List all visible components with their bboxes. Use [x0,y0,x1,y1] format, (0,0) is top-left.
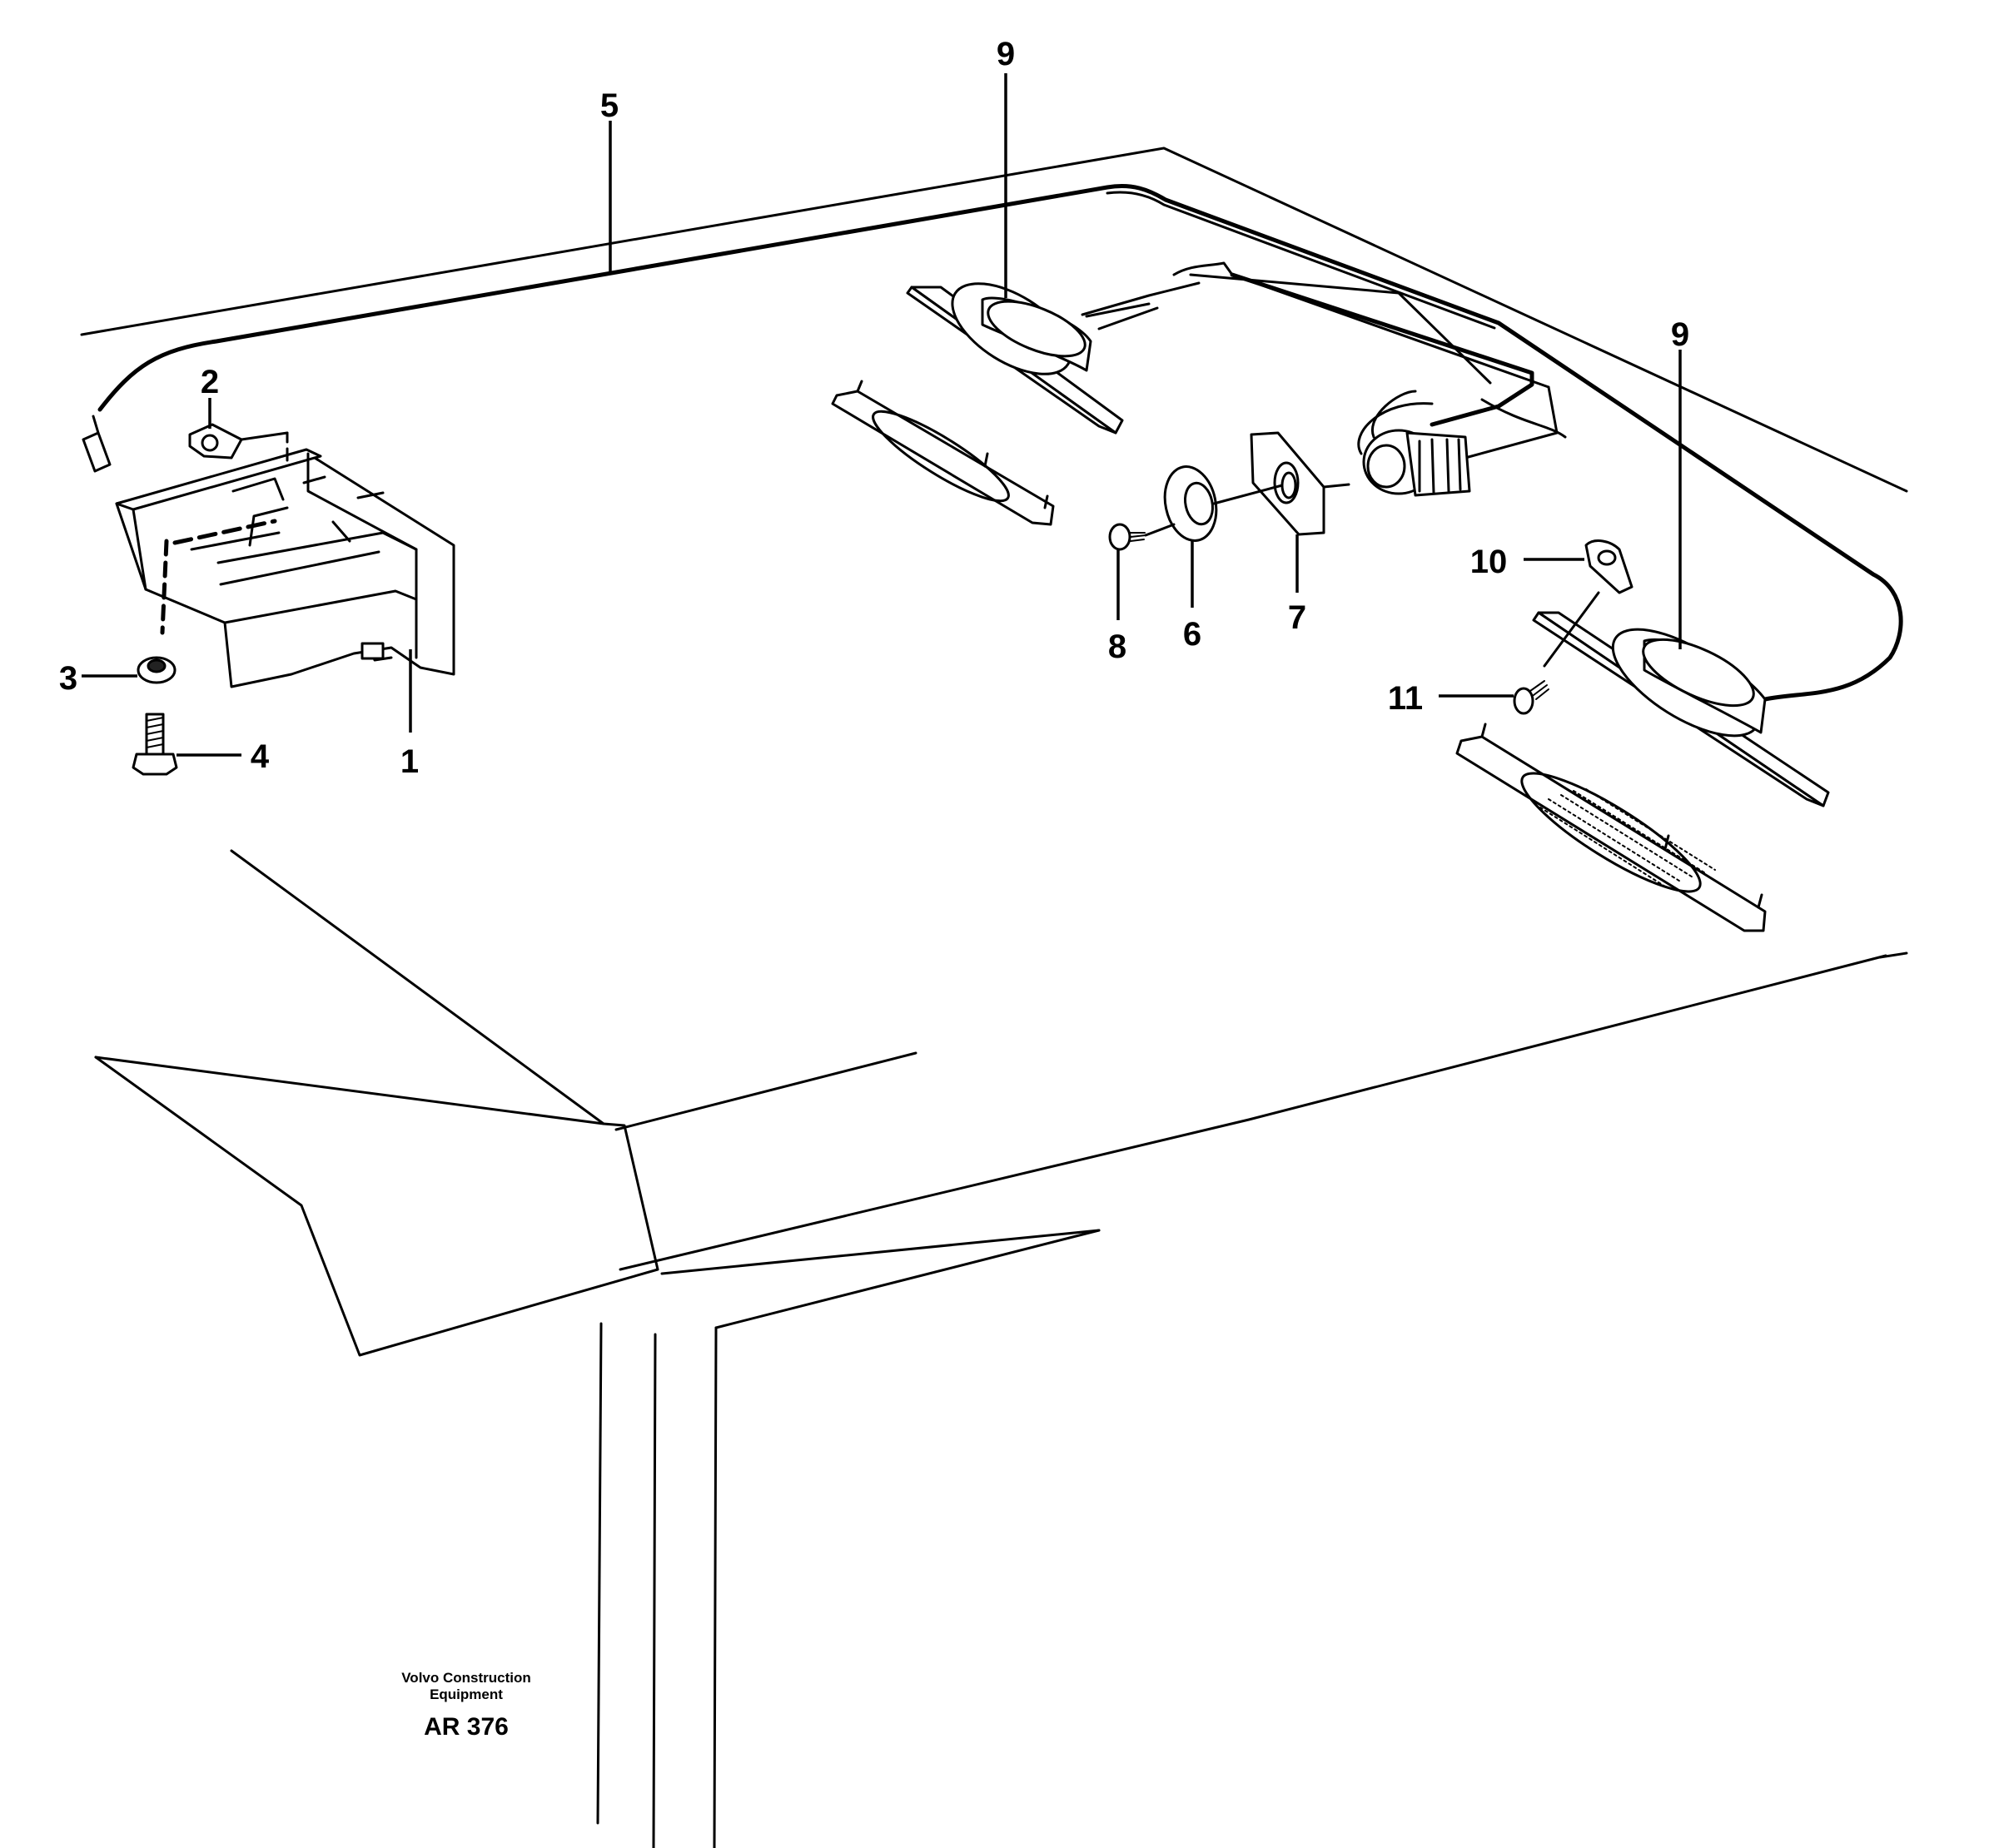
svg-text:3: 3 [59,660,77,697]
callout-5: 5 [600,87,619,275]
callout-4: 4 [177,738,270,775]
svg-text:1: 1 [400,743,419,780]
callout-9-left: 9 [997,36,1015,298]
radio-holder [115,431,455,688]
callout-7: 7 [1288,534,1306,636]
wiring-harness [82,183,1903,706]
panel-plate [1250,431,1350,536]
washer-part [137,656,177,684]
switch-connector [1357,390,1471,497]
grille-left [831,380,1055,526]
speaker-right [1532,611,1830,807]
svg-text:4: 4 [251,738,270,775]
svg-text:9: 9 [1671,316,1689,353]
svg-text:11: 11 [1388,680,1423,717]
speaker-left [906,282,1159,435]
clip-10 [1543,539,1633,668]
callout-9-right: 9 [1671,316,1689,649]
callout-2: 2 [201,364,219,429]
svg-text:6: 6 [1183,616,1201,653]
svg-text:5: 5 [600,87,619,124]
svg-text:10: 10 [1470,544,1508,580]
svg-text:8: 8 [1108,628,1126,665]
knob-ring [1163,465,1284,542]
svg-text:2: 2 [201,364,219,400]
grille-right [1455,723,1767,932]
manufacturer-caption: Volvo Construction Equipment [401,1670,531,1702]
callout-8: 8 [1108,549,1126,665]
svg-text:9: 9 [997,36,1015,72]
cab-outline [80,147,1908,1848]
callout-10: 10 [1470,544,1584,580]
callout-1: 1 [400,649,419,780]
screw-11 [1513,680,1549,715]
bolt-part [132,713,178,776]
callout-11: 11 [1388,680,1514,717]
callout-6: 6 [1183,541,1201,653]
svg-text:7: 7 [1288,599,1306,636]
drawing-code: AR 376 [424,1713,509,1741]
callout-3: 3 [59,660,137,697]
clip-part [188,423,289,460]
screw-part [1108,523,1176,551]
